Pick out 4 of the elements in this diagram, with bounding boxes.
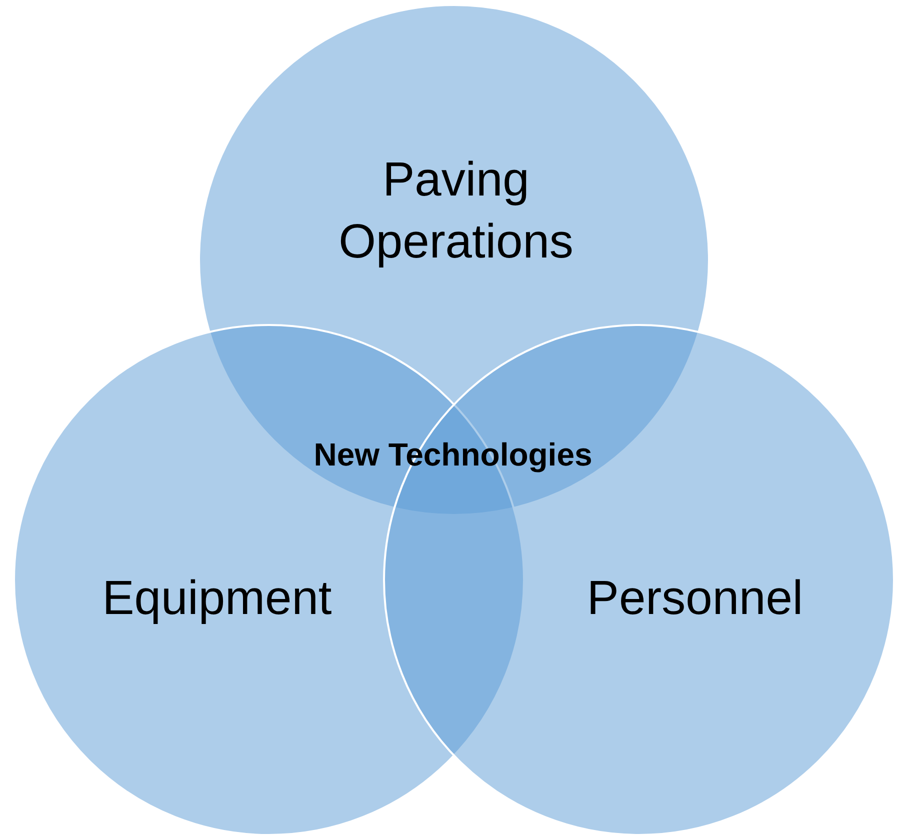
intersection-label: New Technologies bbox=[313, 436, 593, 475]
circle-label: Personnel bbox=[586, 570, 804, 627]
circle-label: Paving Operations bbox=[338, 152, 574, 271]
circle-label: Equipment bbox=[101, 570, 333, 627]
